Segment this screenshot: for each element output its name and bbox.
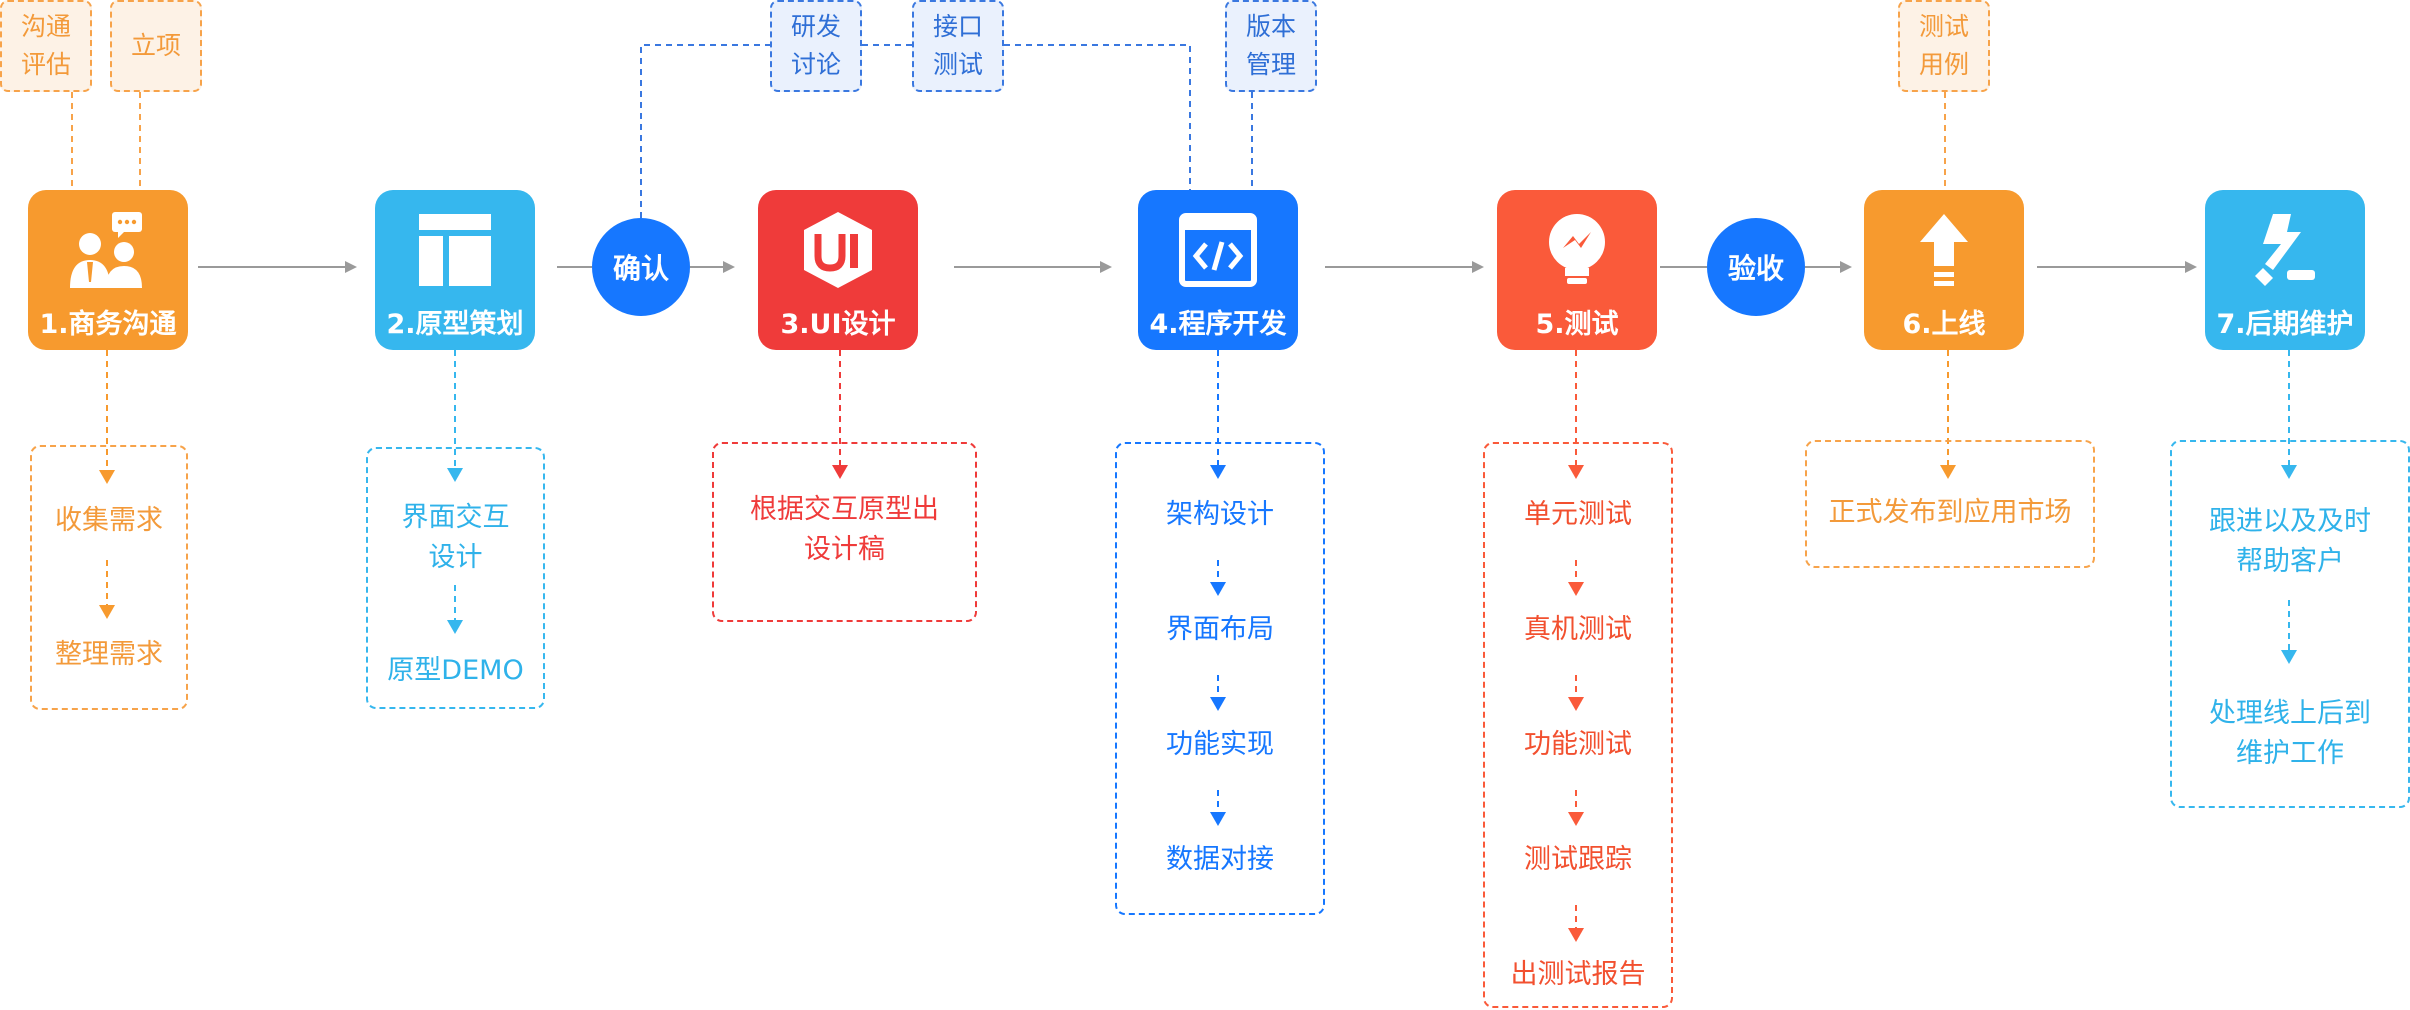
arrowhead-s7-b: [2281, 650, 2297, 664]
lightbulb-icon: [1497, 208, 1657, 292]
tag-communicate-evaluate: 沟通 评估: [0, 0, 92, 92]
arrowhead-s2-a: [447, 468, 463, 482]
arrowhead-s5-e: [1568, 928, 1584, 942]
arrowhead-s3: [832, 465, 848, 479]
arrowhead-s7-a: [2281, 465, 2297, 479]
detail-item: 出测试报告: [1510, 959, 1646, 990]
stage-card-4: 4.程序开发: [1138, 190, 1298, 350]
checkpoint-accept: 验收: [1707, 218, 1805, 316]
tag-line-rd: [640, 44, 770, 218]
detail-item: 数据对接: [1166, 844, 1274, 875]
detail-box-s7: [2170, 440, 2410, 808]
arrowhead-s6: [1940, 465, 1956, 479]
detail-item: 界面交互 设计: [401, 502, 510, 573]
stage-card-2: 2.原型策划: [375, 190, 535, 350]
stage-card-5: 5.测试: [1497, 190, 1657, 350]
detail-box-s5: [1483, 442, 1673, 1008]
stage-label: 7.后期维护: [2216, 309, 2354, 340]
arrowhead-s1-a: [99, 470, 115, 484]
stage-label: 2.原型策划: [386, 309, 524, 340]
stage-card-1: 1.商务沟通: [28, 190, 188, 350]
stage-card-6: 6.上线: [1864, 190, 2024, 350]
detail-box-s3: [712, 442, 977, 622]
tag-rd-discussion: 研发 讨论: [770, 0, 862, 92]
stage-card-3: 3.UI设计: [758, 190, 918, 350]
arrowhead-s4-a: [1210, 465, 1226, 479]
tag-line-api: [1004, 44, 1191, 190]
detail-item: 整理需求: [55, 639, 163, 670]
arrowhead-s2-b: [447, 620, 463, 634]
tag-api-test: 接口 测试: [912, 0, 1004, 92]
detail-item: 架构设计: [1166, 499, 1274, 530]
arrowhead-s5-a: [1568, 465, 1584, 479]
detail-item: 根据交互原型出 设计稿: [750, 494, 939, 565]
stage-label: 5.测试: [1535, 309, 1619, 340]
stage-label: 1.商务沟通: [39, 309, 177, 340]
detail-item: 单元测试: [1524, 499, 1632, 530]
stage-label: 6.上线: [1902, 309, 1986, 340]
detail-item: 真机测试: [1524, 614, 1632, 645]
code-window-icon: [1138, 208, 1298, 292]
detail-item: 功能测试: [1524, 729, 1632, 760]
arrowhead-s5-c: [1568, 697, 1584, 711]
detail-box-s6: [1805, 440, 2095, 568]
detail-item: 测试跟踪: [1524, 844, 1632, 875]
detail-item: 原型DEMO: [387, 655, 524, 686]
detail-box-s1: [30, 445, 188, 710]
arrowhead-s5-b: [1568, 582, 1584, 596]
checkpoint-confirm: 确认: [592, 218, 690, 316]
layout-icon: [375, 208, 535, 292]
stage-card-7: 7.后期维护: [2205, 190, 2365, 350]
upload-arrow-icon: [1864, 208, 2024, 292]
detail-box-s4: [1115, 442, 1325, 915]
tag-project-setup: 立项: [110, 0, 202, 92]
arrowhead-s4-b: [1210, 582, 1226, 596]
detail-item: 跟进以及及时 帮助客户: [2209, 506, 2371, 577]
detail-box-s2: [366, 447, 545, 709]
tag-version-control: 版本 管理: [1225, 0, 1317, 92]
detail-item: 功能实现: [1166, 729, 1274, 760]
stage-label: 4.程序开发: [1149, 309, 1287, 340]
tag-test-cases: 测试 用例: [1898, 0, 1990, 92]
detail-item: 处理线上后到 维护工作: [2209, 698, 2371, 769]
arrowhead-s4-d: [1210, 812, 1226, 826]
business-people-icon: [28, 208, 188, 292]
arrowhead-s5-d: [1568, 812, 1584, 826]
detail-item: 正式发布到应用市场: [1828, 497, 2072, 528]
detail-item: 收集需求: [55, 505, 163, 536]
wrench-icon: [2205, 208, 2365, 292]
ui-badge-icon: [758, 208, 918, 292]
arrowhead-s1-b: [99, 605, 115, 619]
arrowhead-s4-c: [1210, 697, 1226, 711]
detail-item: 界面布局: [1166, 614, 1274, 645]
stage-label: 3.UI设计: [780, 309, 896, 340]
